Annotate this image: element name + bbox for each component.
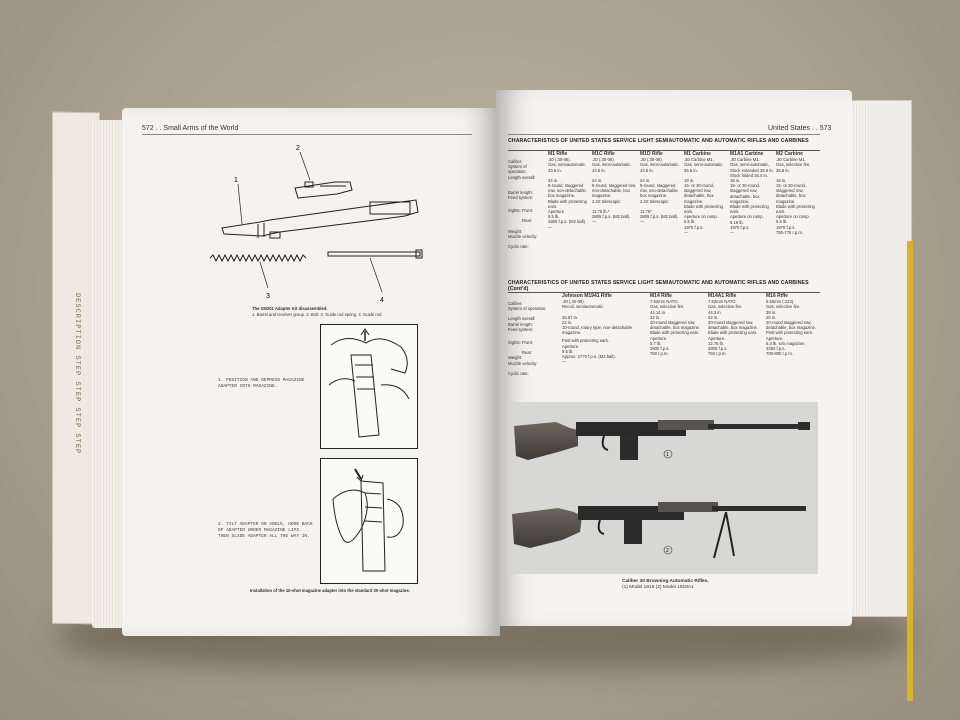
photo-marker-2: 2 xyxy=(666,548,669,554)
xm201-adapter-diagram: 1 2 3 4 xyxy=(209,145,423,304)
column-header: Johnson M1941 Rifle xyxy=(562,293,612,299)
row-label: Rear: xyxy=(522,350,533,356)
table1-col-m1: M1 Rifle .30 (.30-06). Gas, semiautomati… xyxy=(548,151,592,230)
row-label: Sights: Front: xyxy=(508,340,533,346)
step-2-text: 2. TILT ADAPTER ON ANGLE, HOOK BACK OF A… xyxy=(218,522,313,539)
column-header: M1C Rifle xyxy=(592,151,615,157)
column-header: M1 Rifle xyxy=(548,151,568,157)
browning-rifles-drawing: 1 2 xyxy=(512,420,810,559)
hand-magazine-drawing-2 xyxy=(332,468,404,572)
installation-caption: Installation of the 10-shot magazine ada… xyxy=(250,588,410,593)
row-label: System of operation: xyxy=(508,164,527,175)
photo-caption-body: (1) Model 1918 (2) Model 1918A1 xyxy=(622,585,694,590)
right-page-header: United States . . 573 xyxy=(768,125,832,132)
photo-caption: Caliber 30 Browning Automatic Rifles. (1… xyxy=(622,579,709,591)
row-label: Weight: xyxy=(508,228,523,234)
table1-title: CHARACTERISTICS OF UNITED STATES SERVICE… xyxy=(508,138,809,144)
diagram-caption-body: 1. Barrel and receiver group. 2. Bolt. 3… xyxy=(252,312,383,317)
callout-1: 1 xyxy=(234,177,238,184)
row-label: Rear: xyxy=(522,218,533,224)
row-label: Muzzle velocity: xyxy=(508,233,538,239)
step-1-text: 1. POSITION AND DEPRESS MAGAZINE ADAPTER… xyxy=(218,378,305,389)
step-2-illustration xyxy=(320,458,418,584)
table1: Caliber: System of operation: Length ove… xyxy=(508,151,828,264)
header-rule-right xyxy=(508,134,820,135)
table2-row-labels: Caliber: System of operation: Length ove… xyxy=(508,294,560,376)
table2: Caliber: System of operation: Length ove… xyxy=(508,293,828,394)
column-header: M14A1 Rifle xyxy=(708,293,737,299)
table2-rule xyxy=(508,292,820,293)
row-label: Muzzle velocity: xyxy=(508,360,538,366)
callout-4: 4 xyxy=(380,297,384,304)
diagram-caption-title: The XM201 Adapter Kit disassembled. xyxy=(252,306,328,311)
callout-2: 2 xyxy=(296,145,300,152)
column-header: M1D Rifle xyxy=(640,151,663,157)
row-label: Feed system: xyxy=(508,195,534,201)
guide-rod-part xyxy=(327,249,423,259)
column-header: M14 Rifle xyxy=(650,293,672,299)
table1-col-m1a1-carbine: M1A1 Carbine .30 Carbine M1. Gas, semi-a… xyxy=(730,151,774,236)
row-label: System of operation: xyxy=(508,306,547,312)
table1-row-labels: Caliber: System of operation: Length ove… xyxy=(508,152,546,249)
table2-col-m16: M16 Rifle 5.56mm (.223). Gas, selective … xyxy=(766,293,824,356)
barrel-receiver-part xyxy=(221,199,419,239)
row-label: Length overall: xyxy=(508,174,536,180)
table1-col-m1d: M1D Rifle .30 (.30-06). Gas, semi-automa… xyxy=(640,151,684,224)
row-label: Barrel length: xyxy=(508,321,533,327)
header-rule xyxy=(142,134,472,135)
row-label: Caliber: xyxy=(508,301,523,306)
right-page-stack xyxy=(848,104,870,614)
bolt-part xyxy=(294,181,353,199)
left-page-header: 572 . . Small Arms of the World xyxy=(142,125,239,132)
rifle-model-1918a1 xyxy=(512,502,806,559)
row-label: Cyclic rate: xyxy=(508,244,529,250)
guide-rod-spring-part xyxy=(209,253,307,263)
cover-edge-print: DESCRIPTION STEP STEP STEP STEP xyxy=(73,292,81,455)
table2-title: CHARACTERISTICS OF UNITED STATES SERVICE… xyxy=(508,280,809,292)
row-label: Caliber: xyxy=(508,159,523,164)
yellow-edge xyxy=(907,241,913,701)
photo-marker-1: 1 xyxy=(666,452,669,458)
column-header: M16 Rifle xyxy=(766,293,788,299)
step-1-illustration xyxy=(320,324,418,449)
left-page xyxy=(122,108,500,636)
table1-col-m1c: M1C Rifle .30 (.30-06). Gas, semi-automa… xyxy=(592,151,637,225)
table1-col-m1-carbine: M1 Carbine .30 Carbine M1. Gas, semi-aut… xyxy=(684,151,728,235)
table2-col-johnson: Johnson M1941 Rifle .30 (.30-06). Recoil… xyxy=(562,293,646,364)
row-label: Barrel length: xyxy=(508,189,533,195)
hand-magazine-drawing-1 xyxy=(328,328,410,438)
row-label: Weight: xyxy=(508,355,523,361)
row-label: Length overall: xyxy=(508,316,536,322)
row-label: Cyclic rate: xyxy=(508,370,529,376)
row-label: Sights: Front: xyxy=(508,208,533,214)
rifle-model-1918 xyxy=(514,420,810,460)
column-header: M2 Carbine xyxy=(776,151,803,157)
table2-col-m14: M14 Rifle 7.62mm NATO. Gas, selective fi… xyxy=(650,293,706,356)
callout-3: 3 xyxy=(266,293,270,300)
bar-rifles-photo: 1 2 xyxy=(508,402,818,574)
table1-col-m2-carbine: M2 Carbine .30 Carbine M1. Gas, selectiv… xyxy=(776,151,822,235)
table1-rule xyxy=(508,150,820,151)
row-label: Feed system: xyxy=(508,326,534,332)
column-header: M1 Carbine xyxy=(684,151,711,157)
column-header: M1A1 Carbine xyxy=(730,151,764,157)
photo-caption-title: Caliber 30 Browning Automatic Rifles. xyxy=(622,579,709,584)
table2-col-m14a1: M14A1 Rifle 7.62mm NATO. Gas, selective … xyxy=(708,293,764,356)
